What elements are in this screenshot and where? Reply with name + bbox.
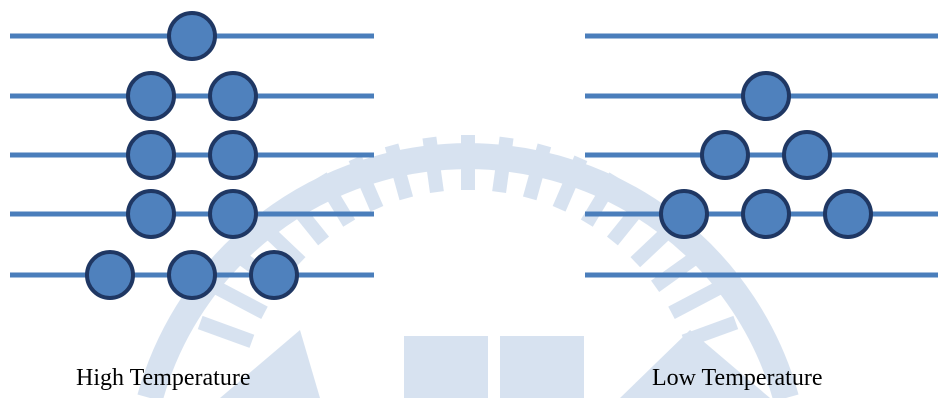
particle <box>700 130 750 180</box>
particle <box>126 130 176 180</box>
particle <box>741 189 791 239</box>
particle <box>659 189 709 239</box>
particle <box>167 11 217 61</box>
watermark-block <box>620 330 770 398</box>
watermark-ray <box>668 281 724 319</box>
particle <box>85 250 135 300</box>
watermark-block <box>220 330 320 398</box>
particle <box>741 71 791 121</box>
low-temperature-label: Low Temperature <box>652 365 823 391</box>
particle <box>208 189 258 239</box>
particle <box>208 130 258 180</box>
watermark-block <box>404 336 488 398</box>
particle <box>249 250 299 300</box>
particle <box>167 250 217 300</box>
watermark-ray <box>197 315 255 348</box>
watermark-block <box>500 336 584 398</box>
particle <box>823 189 873 239</box>
particle <box>126 189 176 239</box>
high-temperature-panel <box>10 11 374 300</box>
high-temperature-label: High Temperature <box>76 365 251 391</box>
watermark-ray <box>212 281 268 319</box>
particle <box>782 130 832 180</box>
particle <box>126 71 176 121</box>
particle <box>208 71 258 121</box>
low-temperature-panel <box>585 33 938 278</box>
